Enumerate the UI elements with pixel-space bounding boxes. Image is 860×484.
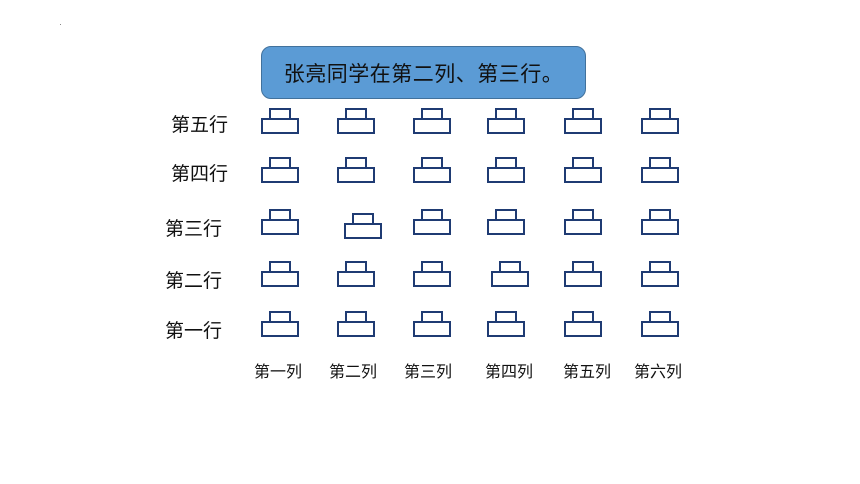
- desk: [413, 118, 451, 134]
- seat: [641, 311, 679, 339]
- callout-text: 张亮同学在第二列、第三行。: [283, 61, 564, 86]
- seat: [337, 157, 375, 185]
- seat: [261, 261, 299, 289]
- col-label-2: 第二列: [329, 362, 378, 381]
- desk: [337, 321, 375, 337]
- seat: [261, 209, 299, 237]
- seat: [641, 209, 679, 237]
- desk: [337, 118, 375, 134]
- desk: [487, 219, 525, 235]
- seat: [261, 157, 299, 185]
- desk: [337, 167, 375, 183]
- seat: [261, 108, 299, 136]
- row-label-1: 第一行: [165, 320, 223, 342]
- desk: [641, 167, 679, 183]
- desk: [564, 219, 602, 235]
- seat: [337, 108, 375, 136]
- seat: [413, 209, 451, 237]
- seat: [641, 157, 679, 185]
- seat: [337, 311, 375, 339]
- seat: [564, 108, 602, 136]
- row-label-4: 第四行: [171, 163, 229, 185]
- seat: [413, 261, 451, 289]
- seat: [337, 261, 375, 289]
- seat: [641, 261, 679, 289]
- desk: [413, 321, 451, 337]
- desk: [413, 271, 451, 287]
- desk: [337, 271, 375, 287]
- desk: [564, 321, 602, 337]
- seat: [261, 311, 299, 339]
- desk: [641, 118, 679, 134]
- col-label-1: 第一列: [254, 362, 303, 381]
- desk: [564, 271, 602, 287]
- desk: [261, 219, 299, 235]
- desk: [487, 167, 525, 183]
- desk: [564, 167, 602, 183]
- seat: [564, 261, 602, 289]
- desk: [413, 167, 451, 183]
- row-label-2: 第二行: [165, 270, 223, 292]
- row-label-3: 第三行: [165, 218, 223, 240]
- desk: [564, 118, 602, 134]
- seat: [564, 157, 602, 185]
- seat-zhangliang: [344, 213, 382, 241]
- desk: [344, 223, 382, 239]
- col-label-3: 第三列: [404, 362, 453, 381]
- col-label-4: 第四列: [485, 362, 534, 381]
- desk: [641, 271, 679, 287]
- seat: [491, 261, 529, 289]
- desk: [487, 321, 525, 337]
- seat: [487, 108, 525, 136]
- seat: [487, 311, 525, 339]
- seat: [564, 209, 602, 237]
- desk: [487, 118, 525, 134]
- row-label-5: 第五行: [171, 114, 229, 136]
- desk: [261, 271, 299, 287]
- seat: [564, 311, 602, 339]
- seat: [487, 157, 525, 185]
- callout-box: 张亮同学在第二列、第三行。: [261, 46, 586, 99]
- desk: [641, 321, 679, 337]
- seat: [641, 108, 679, 136]
- desk: [491, 271, 529, 287]
- col-label-6: 第六列: [634, 362, 683, 381]
- decorative-dot: [60, 24, 61, 25]
- col-label-5: 第五列: [563, 362, 612, 381]
- seat: [413, 157, 451, 185]
- desk: [261, 118, 299, 134]
- desk: [261, 321, 299, 337]
- seat: [413, 311, 451, 339]
- desk: [413, 219, 451, 235]
- seat: [487, 209, 525, 237]
- desk: [261, 167, 299, 183]
- seat: [413, 108, 451, 136]
- desk: [641, 219, 679, 235]
